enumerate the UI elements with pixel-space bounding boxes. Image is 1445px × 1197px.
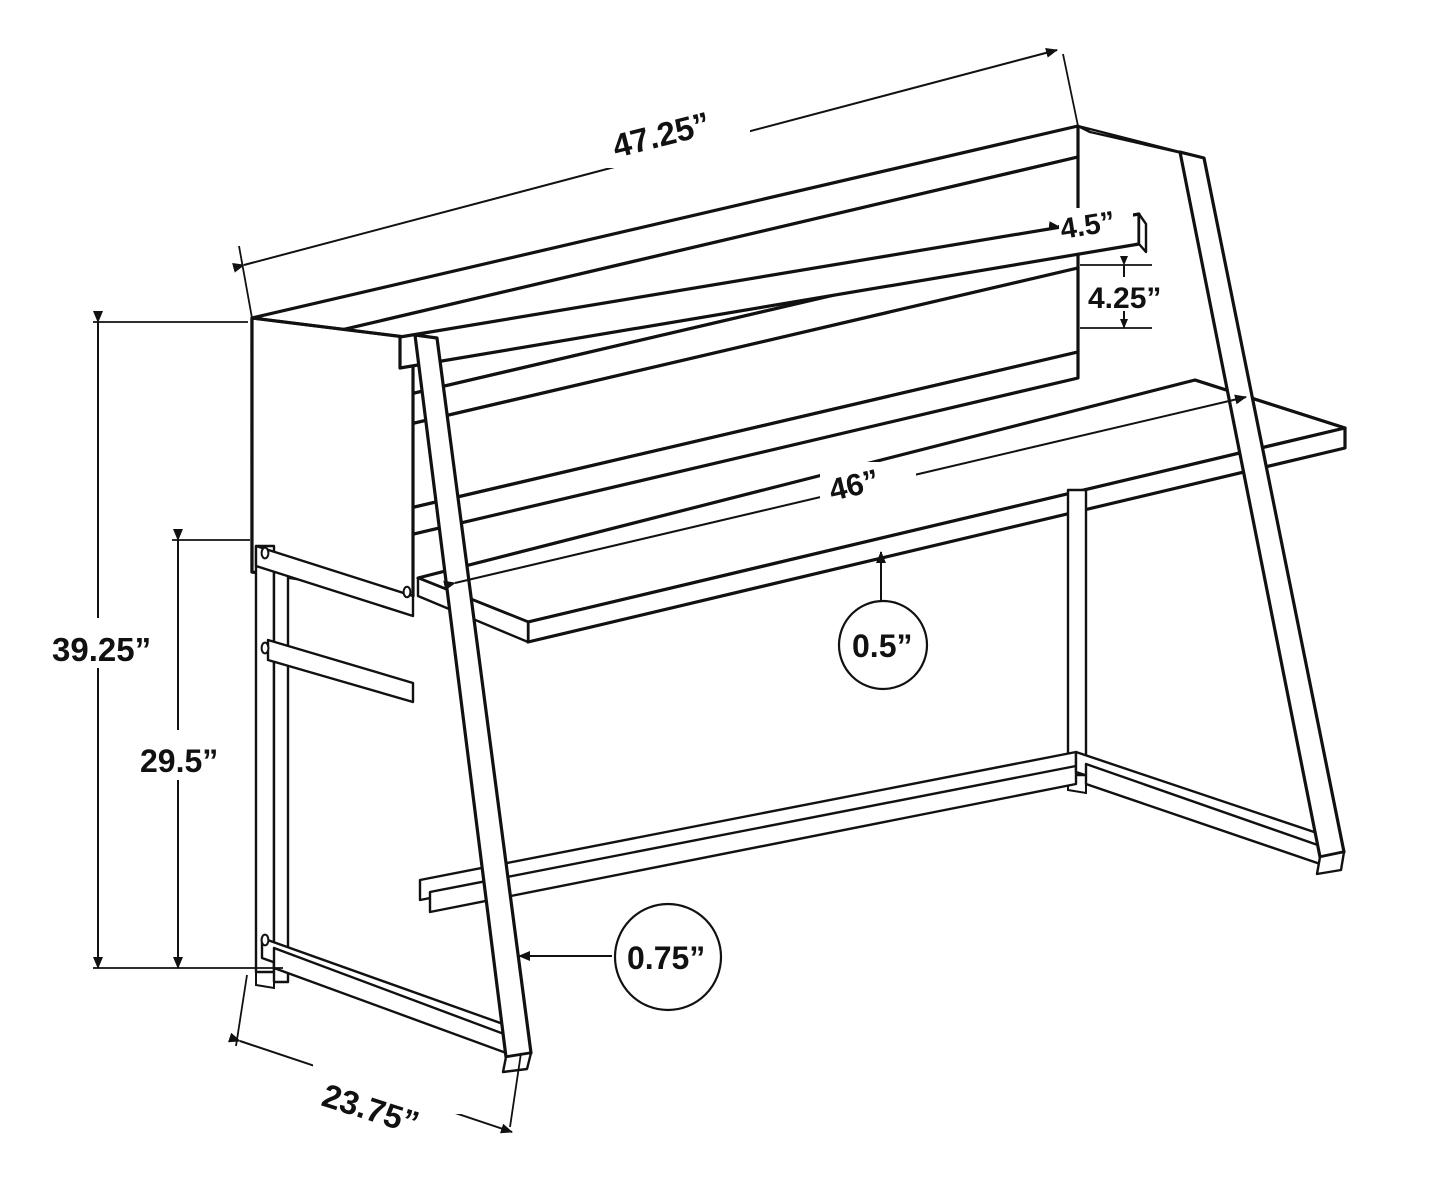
right-leg-frame [1066,488,1088,795]
desk-assembly [250,124,1347,1074]
dimension-label-overall-height: 39.25” [52,631,151,668]
callout-panel-thickness: 0.5” [837,551,929,691]
left-side-panel [250,316,415,598]
dimension-label-desk-height: 29.5” [140,743,218,779]
left-leg-frame [254,544,522,1060]
callout-circle-frame-tube-thickness [613,902,723,1012]
angled-leg-right [1076,124,1346,876]
callout-label-frame-tube-thickness: 0.75” [627,940,705,976]
dimension-label-shelf-clearance: 4.25” [1088,282,1161,315]
callout-circle-panel-thickness [837,599,929,691]
dimension-shelf-clearance: 4.25” [1080,256,1172,329]
bottom-stretcher-right [1074,750,1334,870]
dimension-desktop-width: 46” [443,394,1247,591]
callout-frame-tube-thickness: 0.75” [518,902,723,1012]
bottom-stretcher [418,750,1078,914]
dimension-desk-height: 29.5” [133,529,251,969]
callout-label-panel-thickness: 0.5” [852,628,912,664]
dimension-shelf-depth: 4.5” [1048,206,1133,246]
dimension-overall-height: 39.25” [48,311,283,969]
